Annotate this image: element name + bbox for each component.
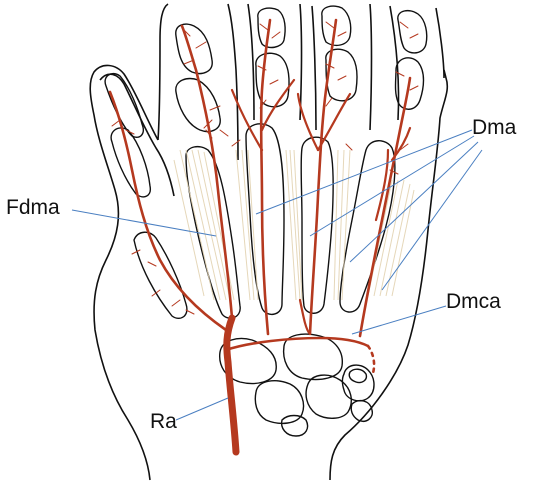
little-dorsal-artery xyxy=(360,78,410,336)
label-dmca: Dmca xyxy=(446,290,501,314)
label-dma: Dma xyxy=(472,116,516,140)
radial-artery xyxy=(227,318,236,452)
dma-leader-line-3 xyxy=(350,142,478,262)
dma-leader-line-4 xyxy=(382,150,482,290)
label-fdma: Fdma xyxy=(6,196,60,220)
ra-leader-line xyxy=(176,398,228,420)
middle-dorsal-artery xyxy=(261,20,270,334)
dmca-leader-line xyxy=(352,306,446,334)
hand-bones xyxy=(105,6,427,436)
interosseous-muscles xyxy=(174,150,414,300)
dma-leader-line-1 xyxy=(256,130,472,214)
dorsal-carpal-arch xyxy=(226,338,368,350)
hand-outline xyxy=(90,4,447,480)
label-ra: Ra xyxy=(150,410,177,434)
dma-leader-line-2 xyxy=(310,136,474,236)
